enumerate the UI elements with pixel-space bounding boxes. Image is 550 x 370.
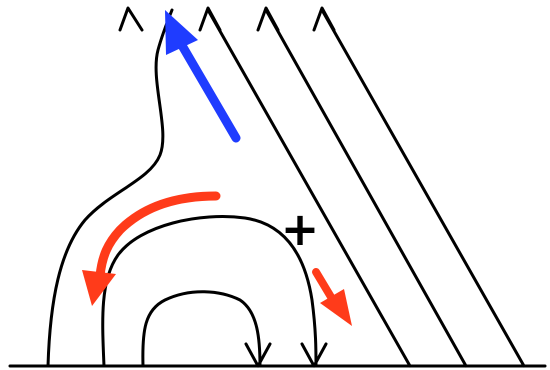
- inner-closed-loop-arrowhead: [244, 342, 272, 368]
- red-curved-flow-arrow-shaft: [95, 191, 221, 281]
- diagonal-field-line-3-arrowhead: [312, 6, 336, 32]
- diagonal-field-line-3: [320, 8, 526, 368]
- middle-closed-loop-arrowhead: [300, 342, 328, 368]
- inner-closed-loop: [141, 290, 262, 368]
- blue-flow-arrow-shaft: [175, 37, 241, 143]
- red-curved-flow-arrowhead: [82, 270, 116, 306]
- diagonal-field-line-1-arrowhead: [198, 6, 222, 32]
- red-small-flow-arrowhead: [320, 289, 352, 326]
- outer-open-field-line: [46, 8, 174, 368]
- plus-sign-label: +: [281, 202, 320, 256]
- diagonal-field-line-1: [206, 8, 412, 368]
- outer-open-field-line-arrowhead: [118, 6, 144, 32]
- blue-flow-arrowhead: [165, 10, 198, 55]
- diagonal-field-line-2: [264, 8, 468, 368]
- diagonal-field-line-2-arrowhead: [256, 6, 280, 32]
